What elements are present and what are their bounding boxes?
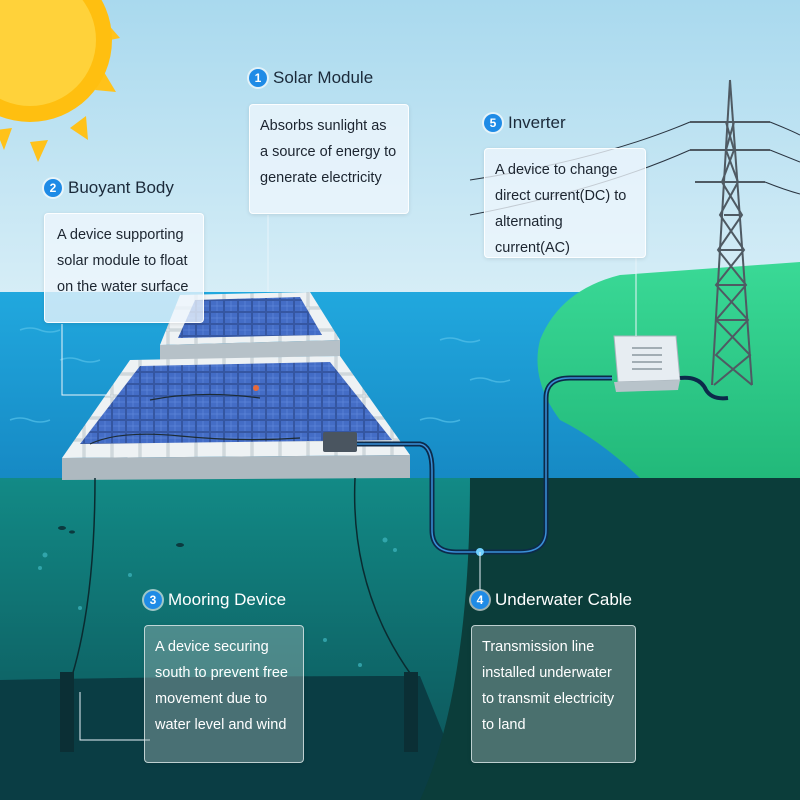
title-text: Buoyant Body [68, 178, 174, 197]
bubbles [38, 537, 397, 667]
front-floating-platform [62, 356, 410, 480]
back-floating-platform [160, 292, 340, 360]
callout-inverter: 5 Inverter [484, 113, 566, 133]
callout-mooring-device: 3 Mooring Device [144, 590, 286, 610]
title-text: Underwater Cable [495, 590, 633, 609]
title-text: Solar Module [273, 68, 374, 87]
callout-title: 2 Buoyant Body [44, 178, 174, 198]
number-badge: 1 [249, 69, 267, 87]
water-ripples [9, 327, 511, 423]
seabed [0, 676, 470, 800]
inverter-to-tower-cable [679, 375, 729, 401]
callout-solar-module: 1 Solar Module [249, 68, 373, 88]
callout-buoyant-body: 2 Buoyant Body [44, 178, 174, 198]
callout-title: 3 Mooring Device [144, 590, 286, 610]
junction-box [323, 432, 357, 452]
description-underwater-cable: Transmission line installed underwater t… [471, 625, 636, 763]
callout-title: 4 Underwater Cable [471, 590, 632, 610]
sun-icon [0, 0, 120, 162]
mooring-anchor-left [60, 672, 74, 752]
number-badge: 3 [144, 591, 162, 609]
callout-underwater-cable: 4 Underwater Cable [471, 590, 632, 610]
title-text: Inverter [508, 113, 566, 132]
description-solar-module: Absorbs sunlight as a source of energy t… [249, 104, 409, 214]
fish-icon [58, 526, 184, 547]
number-badge: 2 [44, 179, 62, 197]
inverter-icon [613, 335, 681, 392]
description-mooring-device: A device securing south to prevent free … [144, 625, 304, 763]
number-badge: 4 [471, 591, 489, 609]
leader-lines [61, 215, 637, 741]
mooring-anchor-right [404, 672, 418, 752]
number-badge: 5 [484, 114, 502, 132]
mooring-lines [71, 477, 413, 677]
transmission-tower-icon [690, 79, 770, 386]
callout-title: 5 Inverter [484, 113, 566, 133]
description-buoyant-body: A device supporting solar module to floa… [44, 213, 204, 323]
callout-title: 1 Solar Module [249, 68, 373, 88]
title-text: Mooring Device [168, 590, 287, 609]
description-inverter: A device to change direct current(DC) to… [484, 148, 646, 258]
land-underwater [420, 478, 800, 800]
